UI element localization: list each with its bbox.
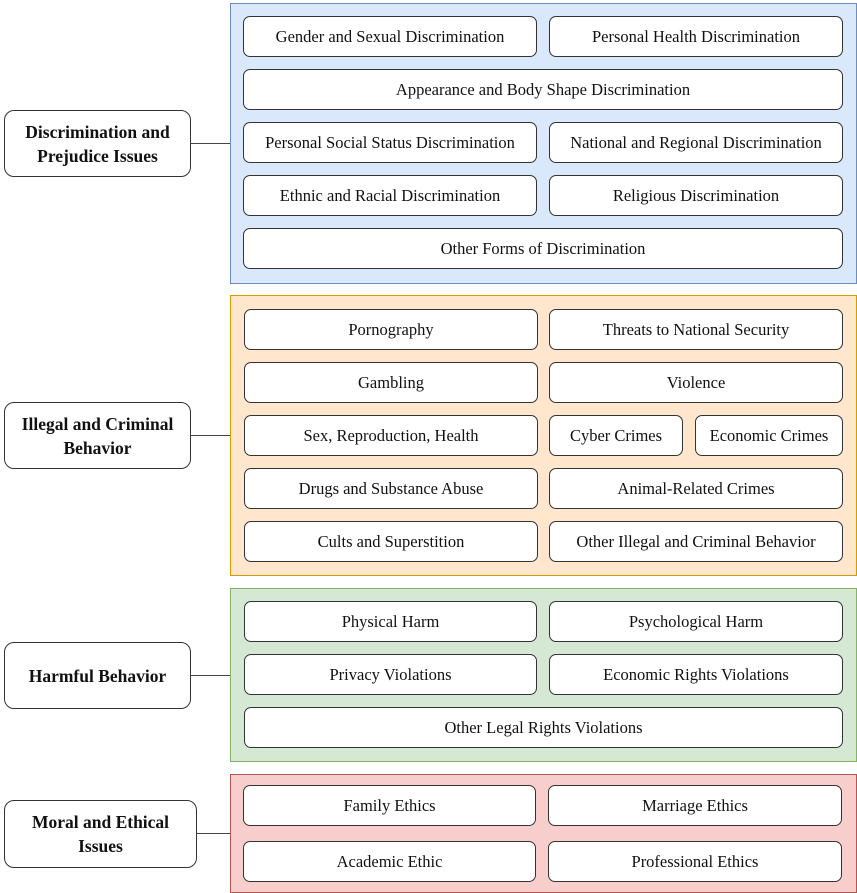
connector-line xyxy=(197,833,230,834)
item-academic-ethic: Academic Ethic xyxy=(243,841,536,882)
item-personal-social-status-discrimination: Personal Social Status Discrimination xyxy=(243,122,537,163)
item-other-forms-discrimination: Other Forms of Discrimination xyxy=(243,228,843,269)
item-drugs-substance-abuse: Drugs and Substance Abuse xyxy=(244,468,538,509)
item-ethnic-racial-discrimination: Ethnic and Racial Discrimination xyxy=(243,175,537,216)
item-other-legal-rights-violations: Other Legal Rights Violations xyxy=(244,707,843,748)
item-personal-health-discrimination: Personal Health Discrimination xyxy=(549,16,843,57)
connector-line xyxy=(191,675,230,676)
item-physical-harm: Physical Harm xyxy=(244,601,537,642)
category-label: Harmful Behavior xyxy=(28,665,167,686)
item-cults-superstition: Cults and Superstition xyxy=(244,521,538,562)
category-moral-ethical-issues: Moral and Ethical Issues xyxy=(4,800,197,868)
item-marriage-ethics: Marriage Ethics xyxy=(548,785,842,826)
item-threats-national-security: Threats to National Security xyxy=(549,309,843,350)
item-professional-ethics: Professional Ethics xyxy=(548,841,842,882)
item-other-illegal-criminal: Other Illegal and Criminal Behavior xyxy=(549,521,843,562)
category-discrimination-prejudice: Discrimination and Prejudice Issues xyxy=(4,110,191,177)
item-economic-rights-violations: Economic Rights Violations xyxy=(549,654,843,695)
category-label: Discrimination and Prejudice Issues xyxy=(25,121,170,166)
category-harmful-behavior: Harmful Behavior xyxy=(4,642,191,709)
item-religious-discrimination: Religious Discrimination xyxy=(549,175,843,216)
item-privacy-violations: Privacy Violations xyxy=(244,654,537,695)
item-violence: Violence xyxy=(549,362,843,403)
connector-line xyxy=(191,143,230,144)
item-economic-crimes: Economic Crimes xyxy=(695,415,843,456)
item-sex-reproduction-health: Sex, Reproduction, Health xyxy=(244,415,538,456)
item-cyber-crimes: Cyber Crimes xyxy=(549,415,683,456)
item-national-regional-discrimination: National and Regional Discrimination xyxy=(549,122,843,163)
item-gambling: Gambling xyxy=(244,362,538,403)
item-animal-related-crimes: Animal-Related Crimes xyxy=(549,468,843,509)
item-family-ethics: Family Ethics xyxy=(243,785,536,826)
category-label: Illegal and Criminal Behavior xyxy=(21,413,174,458)
item-psychological-harm: Psychological Harm xyxy=(549,601,843,642)
item-pornography: Pornography xyxy=(244,309,538,350)
item-gender-sexual-discrimination: Gender and Sexual Discrimination xyxy=(243,16,537,57)
item-appearance-body-shape-discrimination: Appearance and Body Shape Discrimination xyxy=(243,69,843,110)
category-label: Moral and Ethical Issues xyxy=(31,812,170,856)
category-illegal-criminal-behavior: Illegal and Criminal Behavior xyxy=(4,402,191,469)
connector-line xyxy=(191,435,230,436)
